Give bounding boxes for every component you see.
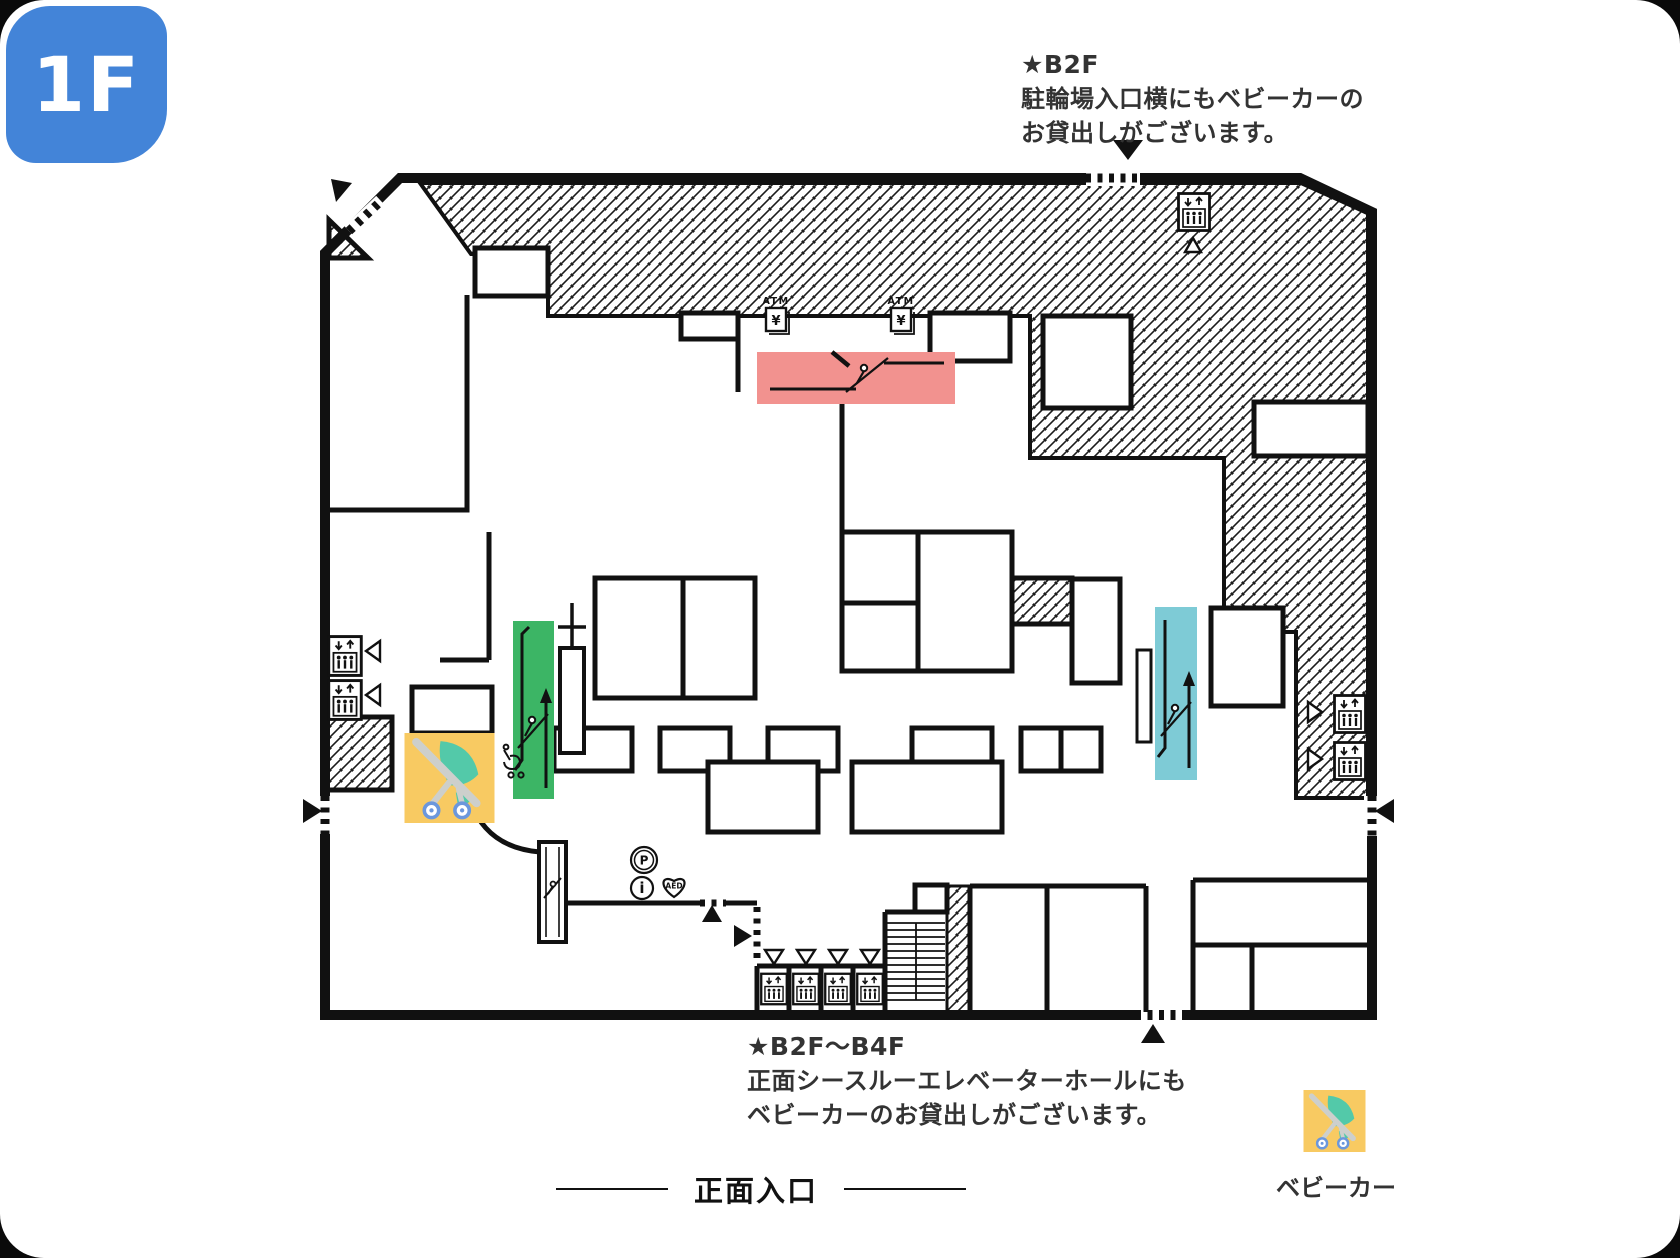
- direction-triangle-left: [363, 638, 382, 664]
- elevator-icon: [327, 635, 363, 677]
- entrance-arrow-top: [1113, 140, 1143, 160]
- floor-badge[interactable]: 1F: [6, 6, 167, 163]
- elevator-icon: [824, 972, 852, 1006]
- escalator-pink: [757, 350, 955, 404]
- elevator-bank-left: [327, 635, 382, 721]
- elevator-icon: [1177, 192, 1211, 232]
- direction-triangle-down: [762, 948, 786, 967]
- floor-badge-label: 1F: [32, 40, 141, 129]
- elevator-bank-right: [1306, 694, 1367, 781]
- lobby-arrow-up: [702, 905, 722, 922]
- atm-icon: ATM ¥: [762, 296, 790, 335]
- escalator-white-left: [558, 646, 586, 755]
- information-icon: i: [629, 875, 655, 901]
- atm-icon: ATM ¥: [887, 296, 915, 335]
- direction-triangle-down: [794, 948, 818, 967]
- note-b2f-b4f-line1: 正面シースルーエレベーターホールにも: [747, 1067, 1187, 1095]
- note-b2f: ★B2F 駐輪場入口横にもベビーカーの お貸出しがございます。: [1021, 48, 1364, 150]
- escalator-bottom-center: [537, 840, 568, 944]
- entrance-rule-left: [556, 1188, 668, 1190]
- entrance-arrow-left: [303, 799, 322, 823]
- svg-text:¥: ¥: [896, 314, 905, 329]
- svg-text:AED: AED: [665, 882, 682, 891]
- building-outline: [320, 173, 1377, 1020]
- note-b2f-title: ★B2F: [1021, 50, 1099, 79]
- staircase: [887, 922, 945, 1001]
- elevator-icon: [327, 679, 363, 721]
- parking-icon: P: [629, 845, 659, 875]
- escalator-teal: [1135, 607, 1197, 780]
- direction-triangle-down: [858, 948, 882, 967]
- note-b2f-b4f-title: ★B2F〜B4F: [747, 1032, 906, 1061]
- direction-triangle-left: [363, 682, 382, 708]
- entrance-arrows: [303, 140, 1394, 1043]
- note-b2f-line2: お貸出しがございます。: [1021, 119, 1289, 147]
- escalator-white-right: [1135, 648, 1153, 744]
- legend-stroller-label: ベビーカー: [1276, 1174, 1396, 1202]
- elevator-top-right: [1177, 192, 1211, 254]
- hatched-corner-wedge: [326, 214, 375, 261]
- interior-walls: [325, 295, 1368, 1012]
- escalator-green: [513, 621, 586, 799]
- direction-triangle-right: [1306, 699, 1325, 725]
- elevator-icon: [792, 972, 820, 1006]
- stroller-icon: [1301, 1090, 1368, 1152]
- note-b2f-b4f: ★B2F〜B4F 正面シースルーエレベーターホールにも ベビーカーのお貸出しがご…: [747, 1030, 1187, 1132]
- svg-text:ATM: ATM: [887, 296, 914, 307]
- entrance-arrow-bottom: [1141, 1024, 1165, 1043]
- svg-text:ATM: ATM: [762, 296, 789, 307]
- svg-text:P: P: [640, 854, 649, 868]
- note-b2f-b4f-line2: ベビーカーのお貸出しがございます。: [747, 1101, 1162, 1129]
- main-entrance-label: 正面入口: [694, 1174, 819, 1208]
- svg-text:¥: ¥: [771, 314, 780, 329]
- lobby-arrow-right: [734, 925, 752, 947]
- aed-icon: AED: [662, 878, 686, 899]
- elevator-icon: [856, 972, 884, 1006]
- elevator-icon: [1333, 694, 1367, 734]
- main-entrance-caption: 正面入口: [556, 1168, 967, 1210]
- svg-text:i: i: [639, 879, 644, 897]
- stroller-glyph: [502, 743, 525, 779]
- stroller-rental-area: [405, 733, 495, 823]
- hatched-box-left: [323, 714, 395, 793]
- direction-triangle-down: [826, 948, 850, 967]
- legend-stroller: ベビーカー: [1276, 1090, 1396, 1203]
- entrance-arrow-right: [1375, 799, 1394, 823]
- elevator-icon: [760, 972, 788, 1006]
- entrance-gaps: [317, 170, 1380, 1024]
- elevator-icon: [1333, 741, 1367, 781]
- note-b2f-line1: 駐輪場入口横にもベビーカーの: [1021, 85, 1364, 113]
- direction-triangle-right: [1306, 746, 1325, 772]
- entrance-rule-right: [844, 1188, 967, 1190]
- direction-triangle-up: [1182, 235, 1204, 254]
- elevator-hall-bottom: [760, 948, 884, 1006]
- hatched-strip-stairs: [945, 884, 972, 1014]
- entrance-arrow-topleft: [331, 179, 352, 202]
